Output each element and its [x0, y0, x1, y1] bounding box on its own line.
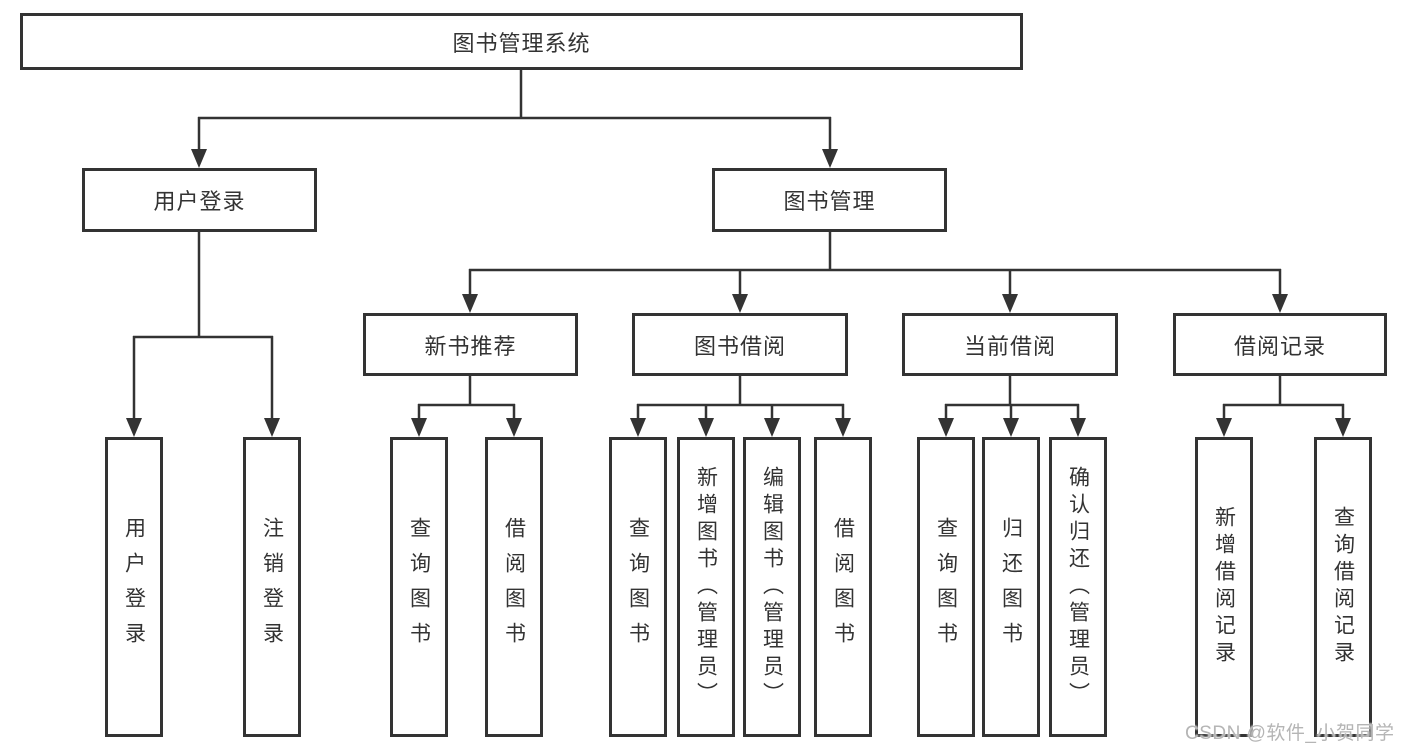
leaf-return-books: 归还图书 — [982, 437, 1040, 737]
leaf-confirm-return-admin: 确认归还（管理员） — [1049, 437, 1107, 737]
leaf-borrow-books-recommend: 借阅图书 — [485, 437, 543, 737]
node-label: 借阅记录 — [1233, 333, 1326, 359]
node-label: 图书管理系统 — [452, 30, 591, 56]
node-label: 当前借阅 — [963, 333, 1056, 359]
node-label: 注销登录 — [260, 517, 284, 657]
node-label: 借阅图书 — [831, 517, 855, 657]
node-label: 编辑图书（管理员） — [760, 465, 784, 709]
leaf-user-login: 用户登录 — [105, 437, 163, 737]
node-label: 新增借阅记录 — [1212, 506, 1236, 668]
node-user-login: 用户登录 — [82, 168, 317, 232]
node-label: 新增图书（管理员） — [694, 465, 718, 709]
leaf-query-books-current: 查询图书 — [917, 437, 975, 737]
node-label: 确认归还（管理员） — [1066, 465, 1090, 709]
node-book-management-system: 图书管理系统 — [20, 13, 1023, 70]
node-label: 借阅图书 — [502, 517, 526, 657]
leaf-add-book-admin: 新增图书（管理员） — [677, 437, 735, 737]
leaf-logout: 注销登录 — [243, 437, 301, 737]
node-book-borrow: 图书借阅 — [632, 313, 848, 376]
node-label: 查询图书 — [407, 517, 431, 657]
node-label: 新书推荐 — [424, 333, 517, 359]
leaf-query-borrow-record: 查询借阅记录 — [1314, 437, 1372, 737]
node-label: 用户登录 — [153, 189, 246, 214]
node-label: 图书借阅 — [693, 333, 786, 359]
node-label: 查询借阅记录 — [1331, 506, 1355, 668]
node-label: 图书管理 — [783, 189, 876, 214]
node-borrow-records: 借阅记录 — [1173, 313, 1387, 376]
node-label: 查询图书 — [626, 517, 650, 657]
leaf-query-books-recommend: 查询图书 — [390, 437, 448, 737]
node-new-book-recommend: 新书推荐 — [363, 313, 578, 376]
node-current-borrow: 当前借阅 — [902, 313, 1118, 376]
leaf-query-books-borrow: 查询图书 — [609, 437, 667, 737]
node-label: 查询图书 — [934, 517, 958, 657]
node-label: 归还图书 — [999, 517, 1023, 657]
leaf-borrow-books-borrow: 借阅图书 — [814, 437, 872, 737]
csdn-watermark: CSDN @软件_小贺同学 — [1185, 723, 1395, 744]
leaf-edit-book-admin: 编辑图书（管理员） — [743, 437, 801, 737]
node-label: 用户登录 — [122, 517, 146, 657]
node-book-management: 图书管理 — [712, 168, 947, 232]
leaf-add-borrow-record: 新增借阅记录 — [1195, 437, 1253, 737]
